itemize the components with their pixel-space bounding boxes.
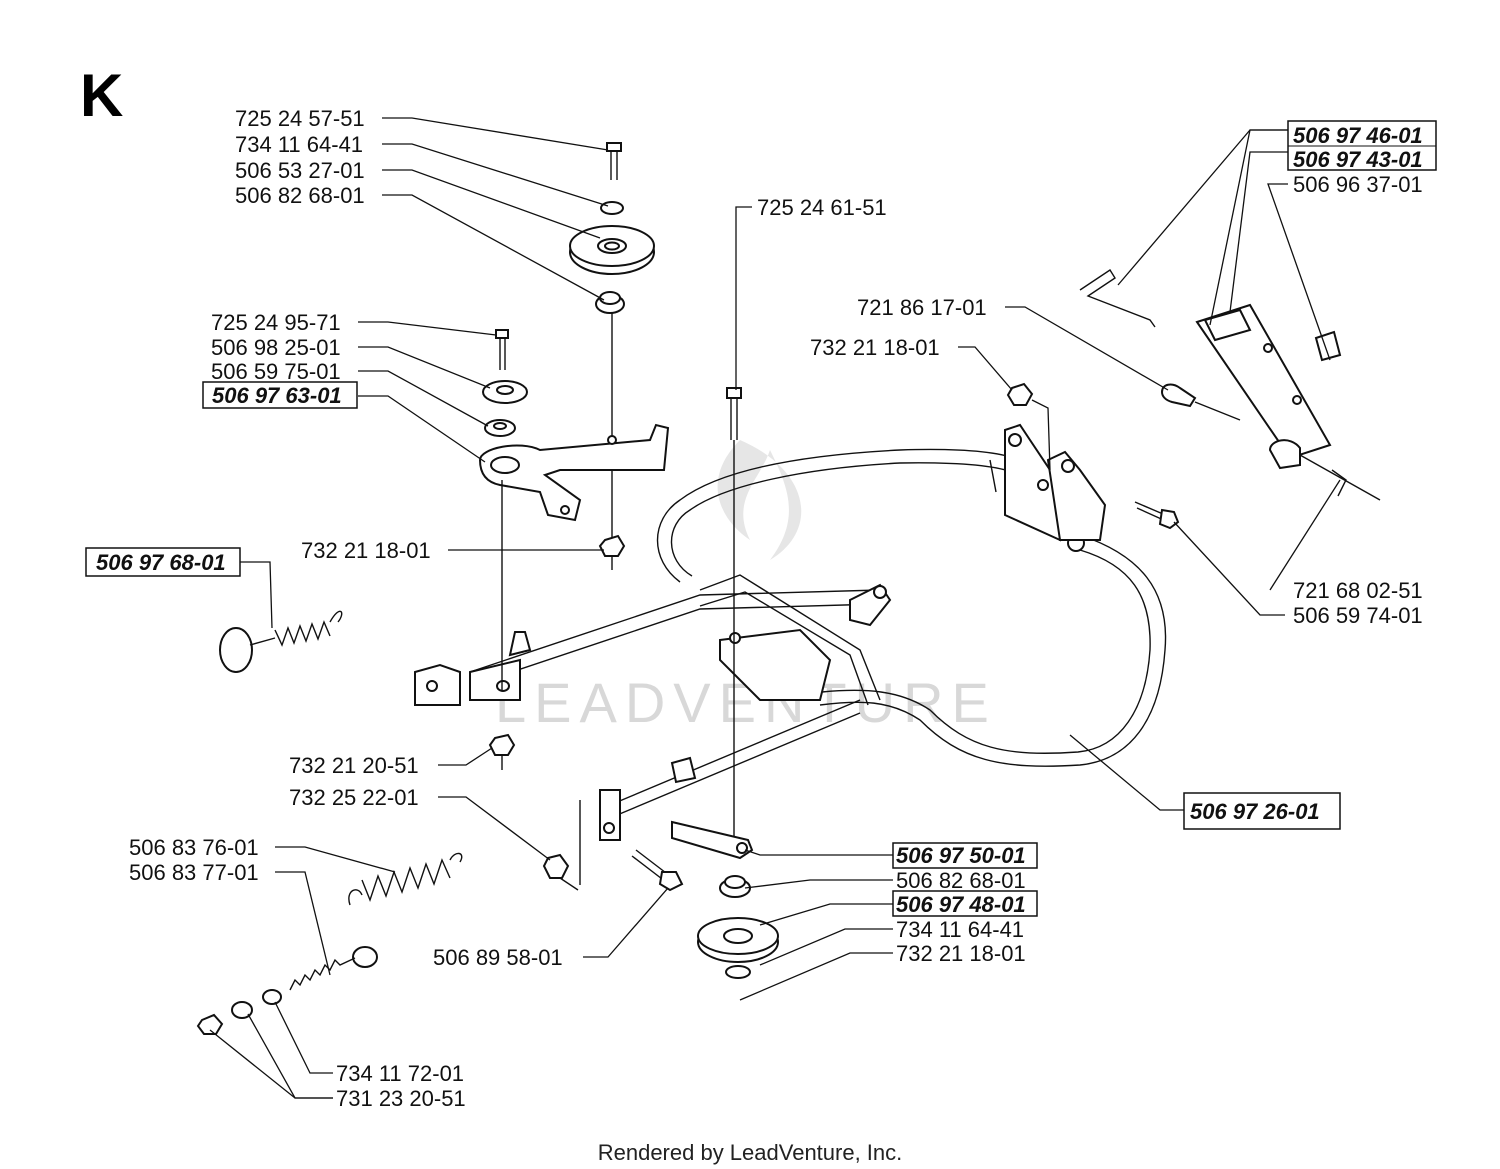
part-labels: 725 24 57-51 734 11 64-41 506 53 27-01 5… bbox=[85, 106, 1437, 1111]
part-label-boxed: 506 97 68-01 bbox=[96, 550, 226, 575]
watermark-flame-icon bbox=[717, 440, 802, 560]
part-label: 721 68 02-51 bbox=[1293, 578, 1423, 603]
part-label: 732 21 18-01 bbox=[810, 335, 940, 360]
mount-plate-drawing bbox=[989, 423, 1107, 542]
label-box bbox=[202, 381, 358, 409]
part-label: 506 98 25-01 bbox=[211, 335, 341, 360]
part-label-boxed: 506 97 46-01 bbox=[1293, 123, 1423, 148]
lower-pulley-drawing bbox=[671, 820, 779, 979]
part-label-boxed: 506 97 26-01 bbox=[1190, 799, 1320, 824]
label-box bbox=[892, 890, 1038, 917]
part-label: 506 83 77-01 bbox=[129, 860, 259, 885]
part-label-boxed: 506 97 43-01 bbox=[1293, 147, 1423, 172]
lift-arm-drawing bbox=[1079, 269, 1381, 501]
part-label: 506 59 74-01 bbox=[1293, 603, 1423, 628]
part-label: 506 82 68-01 bbox=[235, 183, 365, 208]
part-label: 506 82 68-01 bbox=[896, 868, 1026, 893]
part-label: 506 59 75-01 bbox=[211, 359, 341, 384]
side-bolt-drawing bbox=[1134, 501, 1180, 530]
part-label: 506 89 58-01 bbox=[433, 945, 563, 970]
left-bracket-drawing bbox=[478, 329, 670, 690]
part-label: 506 53 27-01 bbox=[235, 158, 365, 183]
part-label: 732 21 18-01 bbox=[301, 538, 431, 563]
part-label: 725 24 57-51 bbox=[235, 106, 365, 131]
spring-pin-drawing bbox=[219, 610, 343, 673]
label-box bbox=[892, 842, 1038, 869]
part-label: 734 11 64-41 bbox=[896, 917, 1024, 942]
part-label: 732 25 22-01 bbox=[289, 785, 419, 810]
part-label: 734 11 72-01 bbox=[336, 1061, 464, 1086]
part-label: 506 83 76-01 bbox=[129, 835, 259, 860]
footer-credit: Rendered by LeadVenture, Inc. bbox=[598, 1140, 903, 1165]
part-label: 734 11 64-41 bbox=[235, 132, 363, 157]
part-label-boxed: 506 97 48-01 bbox=[896, 892, 1026, 917]
long-bolt-drawing bbox=[726, 387, 742, 850]
part-label: 732 21 18-01 bbox=[896, 941, 1026, 966]
hex-bolt-drawing bbox=[579, 800, 684, 892]
section-letter: K bbox=[80, 62, 123, 129]
axle-frame-drawing bbox=[414, 574, 892, 841]
part-label: 506 96 37-01 bbox=[1293, 172, 1423, 197]
label-box bbox=[1183, 792, 1341, 830]
part-label: 732 21 20-51 bbox=[289, 753, 419, 778]
part-label-boxed: 506 97 63-01 bbox=[212, 383, 342, 408]
part-label: 731 23 20-51 bbox=[336, 1086, 466, 1111]
frame-tube-drawing bbox=[656, 448, 1167, 767]
top-pulley-drawing bbox=[569, 142, 655, 540]
watermark: LEADVENTURE bbox=[495, 440, 989, 734]
nut-drawings bbox=[488, 382, 1034, 891]
leader-lines bbox=[209, 117, 1341, 1099]
part-label: 725 24 95-71 bbox=[211, 310, 341, 335]
part-label-boxed: 506 97 50-01 bbox=[896, 843, 1026, 868]
part-label: 725 24 61-51 bbox=[757, 195, 887, 220]
label-box bbox=[85, 547, 241, 577]
part-label: 721 86 17-01 bbox=[857, 295, 987, 320]
tension-spring-drawing bbox=[196, 852, 463, 1035]
